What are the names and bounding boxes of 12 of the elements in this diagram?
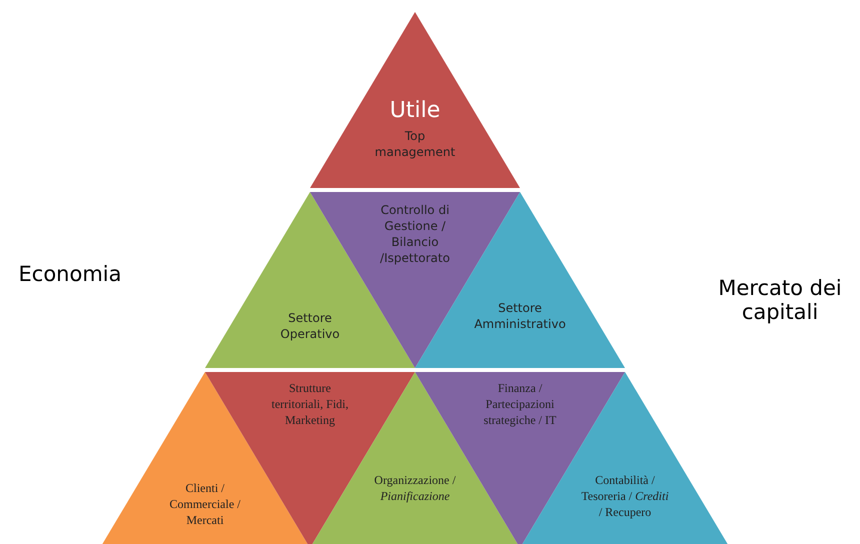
segment-label: Settore Amministrativo (473, 300, 567, 332)
segment-label: Contabilità / Tesoreria / Crediti / Recupero (580, 472, 670, 520)
segment-label: Top management (374, 128, 456, 160)
segment-label: Clienti / Commerciale / Mercati (168, 480, 242, 528)
segment-title: Utile (388, 98, 442, 124)
segment-label: Strutture territoriali, Fidi, Marketing (270, 380, 350, 428)
side-label: Economia (18, 262, 122, 286)
segment-label: Finanza / Partecipazioni strategiche / IT (482, 380, 558, 428)
side-label: Mercato dei capitali (717, 276, 843, 324)
segment-label: Controllo di Gestione / Bilancio /Ispettorato (379, 202, 451, 266)
segment-label: Settore Operativo (279, 310, 341, 342)
segment-label: Organizzazione / Pianificazione (373, 472, 457, 504)
